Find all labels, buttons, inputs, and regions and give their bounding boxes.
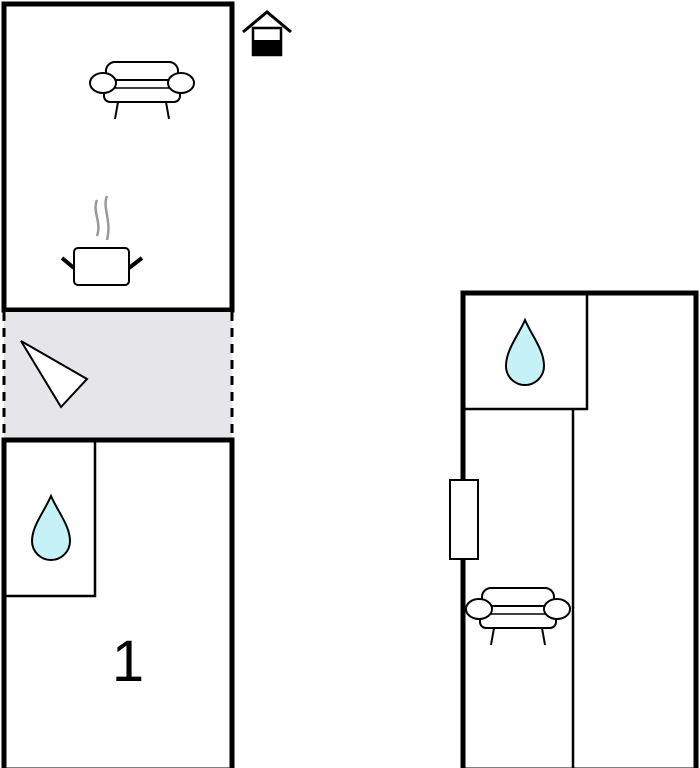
bathroom-right <box>461 291 589 411</box>
bedroom-1 <box>1 437 235 768</box>
sofa-icon <box>465 587 571 646</box>
terrace-icon <box>20 340 89 409</box>
radiator-icon <box>449 479 479 560</box>
water-drop-icon <box>504 317 546 386</box>
room-number-label: 1 <box>112 629 144 694</box>
bathroom-left <box>2 438 97 598</box>
water-drop-icon <box>30 493 72 561</box>
terrace-area <box>2 312 234 438</box>
entrance-icon <box>242 10 292 57</box>
sofa-icon <box>89 61 195 120</box>
right-building <box>460 290 699 768</box>
cooking-pot-icon <box>60 195 144 286</box>
